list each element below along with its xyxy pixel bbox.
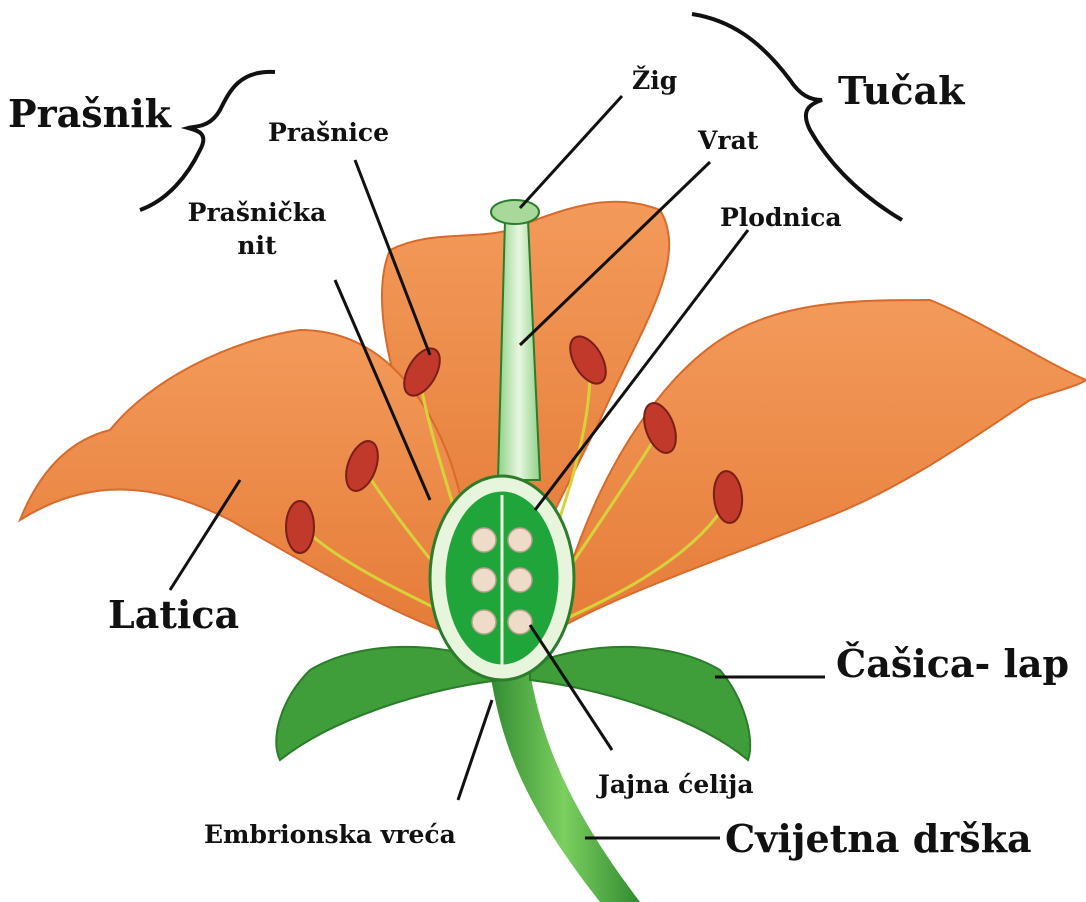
label-zig: Žig (632, 68, 677, 93)
label-cvijetna-drska: Cvijetna drška (725, 820, 1032, 858)
bracket-tucak (692, 14, 902, 220)
label-prasnicka-nit-line2: nit (182, 233, 332, 258)
stigma (491, 200, 539, 224)
label-tucak: Tučak (838, 72, 965, 110)
label-vrat: Vrat (698, 128, 758, 153)
label-jajna-celija: Jajna ćelija (598, 772, 754, 797)
label-latica: Latica (108, 596, 239, 634)
label-prasnik: Prašnik (8, 95, 171, 133)
label-embrionska-vreca: Embrionska vreća (204, 822, 456, 847)
sepal-right (530, 647, 750, 760)
label-prasnicka-nit: Prašnička nit (182, 200, 332, 258)
label-prasnicka-nit-line1: Prašnička (182, 200, 332, 225)
label-casica: Čašica- lap (836, 645, 1069, 683)
label-prasnice: Prašnice (268, 120, 389, 145)
label-plodnica: Plodnica (720, 205, 842, 230)
